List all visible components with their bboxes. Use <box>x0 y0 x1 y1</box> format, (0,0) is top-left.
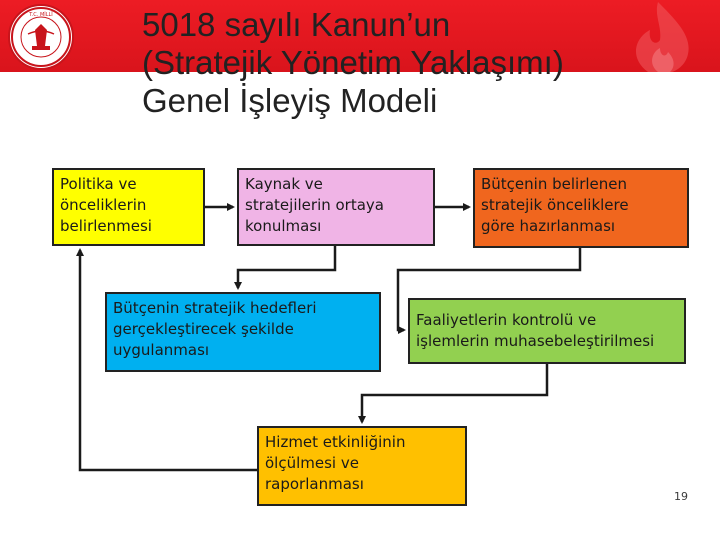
title-line: Genel İşleyiş Modeli <box>142 82 438 119</box>
box-text: konulması <box>245 217 322 235</box>
box-text: Faaliyetlerin kontrolü ve <box>416 311 597 329</box>
title-line: 5018 sayılı Kanun’un <box>142 6 451 43</box>
box-text: önceliklerin <box>60 196 147 214</box>
box-text: raporlanması <box>265 475 364 493</box>
box-text: gerçekleştirecek şekilde <box>113 320 294 338</box>
arrow-hizmet-to-politika <box>76 248 257 472</box>
box-faaliyet-kontrolu: Faaliyetlerin kontrolü ve işlemlerin muh… <box>408 298 686 364</box>
box-text: belirlenmesi <box>60 217 152 235</box>
arrow-butce-to-faaliyet <box>396 248 582 334</box>
box-text: Bütçenin belirlenen <box>481 175 627 193</box>
title-line: (Stratejik Yönetim Yaklaşımı) <box>142 44 564 81</box>
slide-title: 5018 sayılı Kanun’un (Stratejik Yönetim … <box>142 6 702 120</box>
ministry-emblem-icon: T.C. MİLLÎ <box>11 7 71 67</box>
box-text: stratejik önceliklere <box>481 196 629 214</box>
box-text: ölçülmesi ve <box>265 454 359 472</box>
box-politika-oncelikler: Politika ve önceliklerin belirlenmesi <box>52 168 205 246</box>
box-butce-uygulanmasi: Bütçenin stratejik hedefleri gerçekleşti… <box>105 292 381 372</box>
box-text: Kaynak ve <box>245 175 323 193</box>
svg-text:T.C. MİLLÎ: T.C. MİLLÎ <box>28 11 53 18</box>
box-text: göre hazırlanması <box>481 217 616 235</box>
ministry-logo: T.C. MİLLÎ <box>8 4 74 70</box>
box-butce-hazirlanmasi: Bütçenin belirlenen stratejik öncelikler… <box>473 168 689 248</box>
arrow-kaynak-to-uygulama <box>234 246 337 290</box>
box-kaynak-stratejiler: Kaynak ve stratejilerin ortaya konulması <box>237 168 435 246</box>
box-text: Hizmet etkinliğinin <box>265 433 406 451</box>
header-bar <box>0 0 720 72</box>
flame-watermark-icon <box>635 2 689 72</box>
box-hizmet-etkinligi: Hizmet etkinliğinin ölçülmesi ve raporla… <box>257 426 467 506</box>
arrow-faaliyet-to-hizmet <box>358 364 549 424</box>
box-text: stratejilerin ortaya <box>245 196 384 214</box>
box-text: uygulanması <box>113 341 210 359</box>
box-text: işlemlerin muhasebeleştirilmesi <box>416 332 655 350</box>
page-number: 19 <box>674 490 688 503</box>
box-text: Bütçenin stratejik hedefleri <box>113 299 317 317</box>
box-text: Politika ve <box>60 175 137 193</box>
